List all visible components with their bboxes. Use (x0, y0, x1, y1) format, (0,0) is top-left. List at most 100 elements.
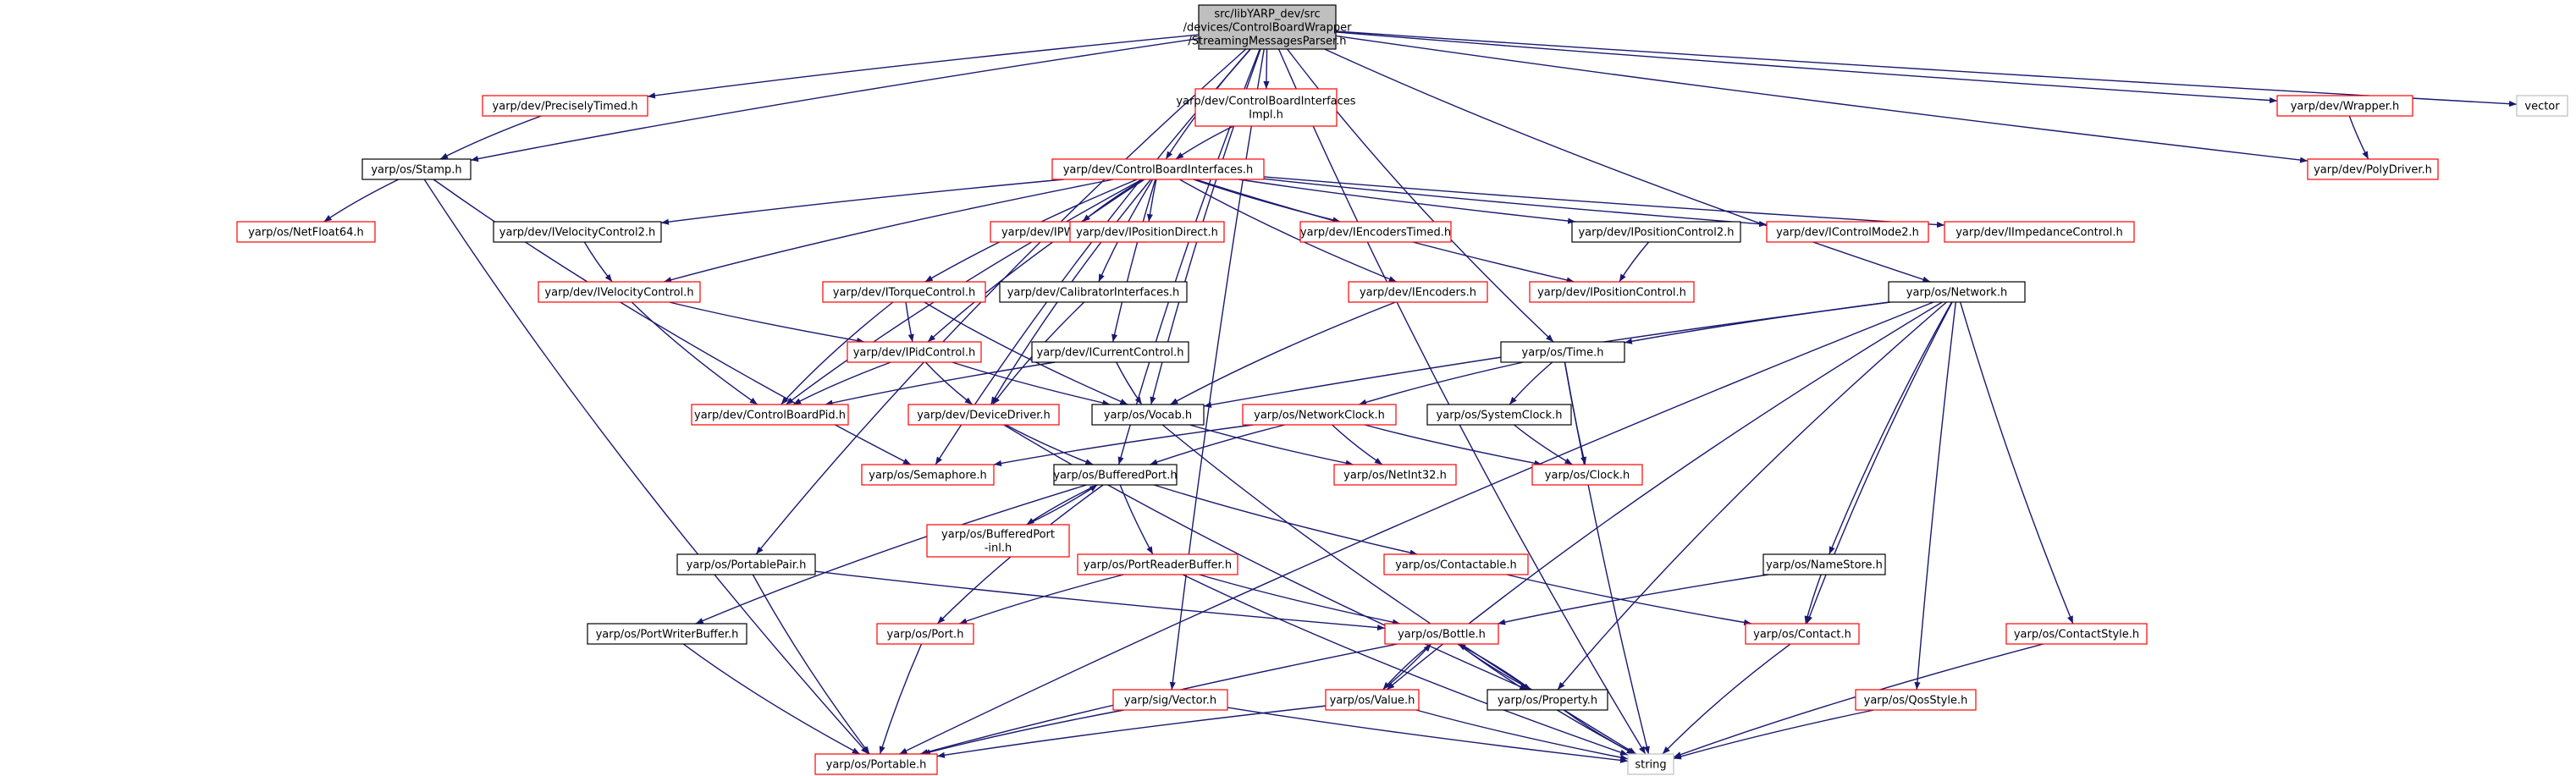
node-vector[interactable]: vector (2516, 95, 2568, 117)
node-label: src/libYARP_dev/src (1214, 8, 1320, 21)
edge-property-to-string (1563, 709, 1636, 755)
edge-ipid-to-devicedriver (924, 361, 974, 405)
node-iposctrl2[interactable]: yarp/dev/IPositionControl2.h (1571, 221, 1741, 243)
edge-stamp-to-netfloat64 (323, 179, 400, 223)
edge-network-to-portable (899, 301, 1934, 755)
node-label: yarp/os/NetFloat64.h (248, 227, 364, 239)
edge-cbiimpl-to-cbi (1175, 125, 1234, 160)
node-netfloat64[interactable]: yarp/os/NetFloat64.h (236, 221, 376, 243)
node-box (2307, 158, 2439, 180)
node-contactstyle[interactable]: yarp/os/ContactStyle.h (2005, 623, 2148, 645)
edge-bufport-to-contactable (1153, 484, 1418, 556)
node-iencoders[interactable]: yarp/dev/IEncoders.h (1348, 281, 1488, 303)
node-box (691, 404, 849, 426)
edge-itorque-to-vocab (924, 301, 1128, 405)
node-calib[interactable]: yarp/dev/CalibratorInterfaces.h (999, 281, 1188, 303)
node-box (1299, 221, 1452, 243)
node-ipid[interactable]: yarp/dev/IPidControl.h (847, 341, 982, 363)
node-network[interactable]: yarp/os/Network.h (1888, 281, 2026, 303)
node-portpair[interactable]: yarp/os/PortablePair.h (676, 553, 816, 575)
node-label: yarp/os/QosStyle.h (1864, 695, 1968, 707)
node-label: yarp/os/Portable.h (826, 759, 927, 772)
edge-itorque-to-cbpid (781, 301, 894, 405)
node-clock[interactable]: yarp/os/Clock.h (1531, 464, 1643, 486)
edge-cbi-to-ivelctrl2 (660, 179, 1064, 225)
node-label: yarp/os/Network.h (1906, 287, 2007, 300)
edge-root-to-string (1277, 48, 1647, 755)
edge-bufport-to-portwriterbuf (695, 484, 1087, 625)
node-iposctrl[interactable]: yarp/dev/IPositionControl.h (1529, 281, 1695, 303)
node-devicedriver[interactable]: yarp/dev/DeviceDriver.h (907, 404, 1060, 426)
node-netclock[interactable]: yarp/os/NetworkClock.h (1242, 404, 1397, 426)
edge-namestore-to-contact (1804, 574, 1822, 625)
node-iencoderstimed[interactable]: yarp/dev/IEncodersTimed.h (1299, 221, 1452, 243)
node-qosstyle[interactable]: yarp/os/QosStyle.h (1855, 689, 1977, 711)
node-value[interactable]: yarp/os/Value.h (1325, 689, 1420, 711)
edge-root-to-sigvector (1169, 48, 1265, 691)
node-cbi[interactable]: yarp/dev/ControlBoardInterfaces.h (1051, 158, 1265, 180)
node-polydriver[interactable]: yarp/dev/PolyDriver.h (2307, 158, 2439, 180)
edge-root-to-polydriver (1335, 35, 2308, 163)
edge-portreaderbuf-to-bottle (1199, 574, 1401, 625)
node-itorque[interactable]: yarp/dev/ITorqueControl.h (822, 281, 986, 303)
node-semaphore[interactable]: yarp/os/Semaphore.h (861, 464, 995, 486)
node-label: yarp/dev/IPidControl.h (853, 347, 976, 360)
node-label: yarp/os/NameStore.h (1766, 559, 1883, 572)
node-port[interactable]: yarp/os/Port.h (876, 623, 974, 645)
edge-network-to-qosstyle (1914, 301, 1956, 691)
node-property[interactable]: yarp/os/Property.h (1487, 689, 1608, 711)
node-box (1426, 404, 1572, 426)
node-string[interactable]: string (1627, 753, 1674, 775)
edge-icurrent-to-vocab (1116, 361, 1143, 405)
node-label: yarp/os/BufferedPort.h (1053, 470, 1177, 482)
node-bottle[interactable]: yarp/os/Bottle.h (1384, 623, 1499, 645)
node-iimpedance[interactable]: yarp/dev/IImpedanceControl.h (1944, 221, 2135, 243)
node-time[interactable]: yarp/os/Time.h (1500, 341, 1625, 363)
node-portwriterbuf[interactable]: yarp/os/PortWriterBuffer.h (587, 623, 747, 645)
node-preciselytimed[interactable]: yarp/dev/PreciselyTimed.h (482, 95, 648, 117)
node-box (1383, 553, 1529, 575)
node-label: -inl.h (985, 542, 1012, 555)
edge-contactable-to-contact (1506, 574, 1752, 626)
node-bufport[interactable]: yarp/os/BufferedPort.h (1053, 464, 1178, 486)
edge-root-to-vector (1335, 30, 2518, 107)
node-icontrolmode2[interactable]: yarp/dev/IControlMode2.h (1766, 221, 1929, 243)
node-namestore[interactable]: yarp/os/NameStore.h (1762, 553, 1886, 575)
node-box (236, 221, 376, 243)
node-label: yarp/dev/IPositionControl.h (1537, 287, 1686, 300)
node-bufportinl[interactable]: yarp/os/BufferedPort-inl.h (926, 524, 1070, 558)
node-portable[interactable]: yarp/os/Portable.h (814, 753, 938, 775)
node-box (1053, 464, 1178, 486)
node-box (1031, 341, 1189, 363)
edge-itorque-to-ipid (905, 301, 914, 343)
node-stamp[interactable]: yarp/os/Stamp.h (361, 158, 472, 180)
node-sysclock[interactable]: yarp/os/SystemClock.h (1426, 404, 1572, 426)
edge-port-to-portable (879, 643, 923, 755)
node-contact[interactable]: yarp/os/Contact.h (1745, 623, 1860, 645)
node-label: yarp/os/Vocab.h (1104, 410, 1192, 422)
node-box (1855, 689, 1977, 711)
edge-value-to-string (1415, 709, 1629, 761)
node-label: yarp/dev/IPositionDirect.h (1076, 227, 1218, 239)
node-vocab[interactable]: yarp/os/Vocab.h (1091, 404, 1205, 426)
node-label: yarp/os/Contactable.h (1395, 559, 1517, 572)
node-portreaderbuf[interactable]: yarp/os/PortReaderBuffer.h (1077, 553, 1238, 575)
node-netint32[interactable]: yarp/os/NetInt32.h (1333, 464, 1457, 486)
edge-ipid-to-vocab (952, 361, 1111, 406)
node-wrapper[interactable]: yarp/dev/Wrapper.h (2276, 95, 2413, 117)
node-iposdirect[interactable]: yarp/dev/IPositionDirect.h (1069, 221, 1225, 243)
node-sigvector[interactable]: yarp/sig/Vector.h (1112, 689, 1228, 711)
node-cbpid[interactable]: yarp/dev/ControlBoardPid.h (691, 404, 849, 426)
node-box (361, 158, 472, 180)
node-box (999, 281, 1188, 303)
edge-portpair-to-portable (752, 574, 870, 755)
node-ivelctrl2[interactable]: yarp/dev/IVelocityControl2.h (493, 221, 662, 243)
node-box (847, 341, 982, 363)
node-root[interactable]: src/libYARP_dev/src/devices/ControlBoard… (1183, 4, 1353, 50)
node-icurrent[interactable]: yarp/dev/ICurrentControl.h (1031, 341, 1189, 363)
node-ivelctrl[interactable]: yarp/dev/IVelocityControl.h (538, 281, 701, 303)
node-box (2005, 623, 2148, 645)
node-box (1762, 553, 1886, 575)
node-contactable[interactable]: yarp/os/Contactable.h (1383, 553, 1529, 575)
